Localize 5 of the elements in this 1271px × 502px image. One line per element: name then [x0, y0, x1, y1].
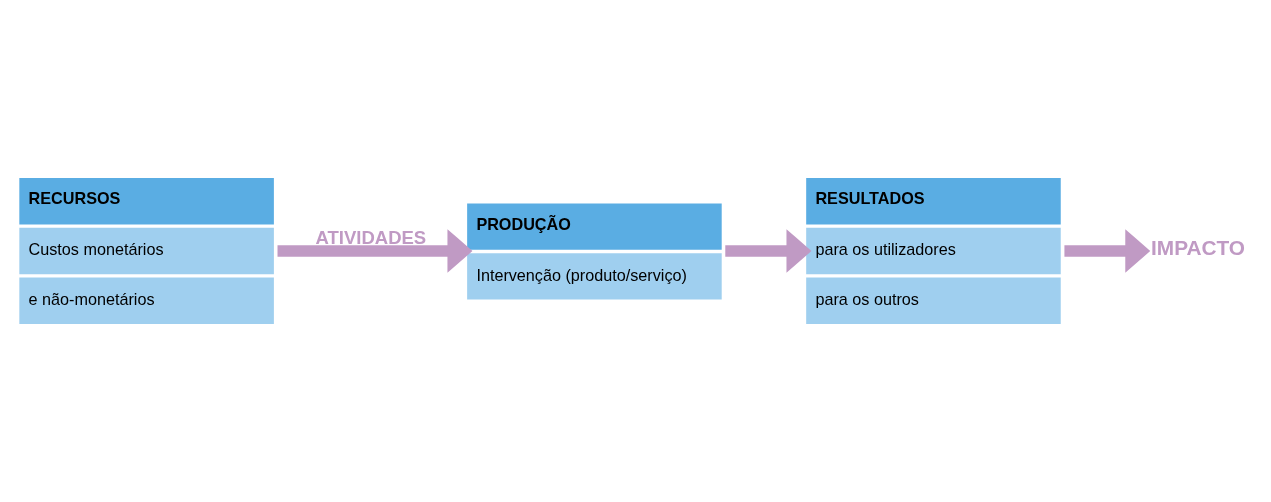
- arrow: [277, 229, 473, 273]
- edge-label: ATIVIDADES: [315, 226, 427, 248]
- arrow: [1064, 229, 1151, 273]
- node-text: IMPACTO: [1151, 235, 1246, 259]
- arrow: [725, 229, 812, 273]
